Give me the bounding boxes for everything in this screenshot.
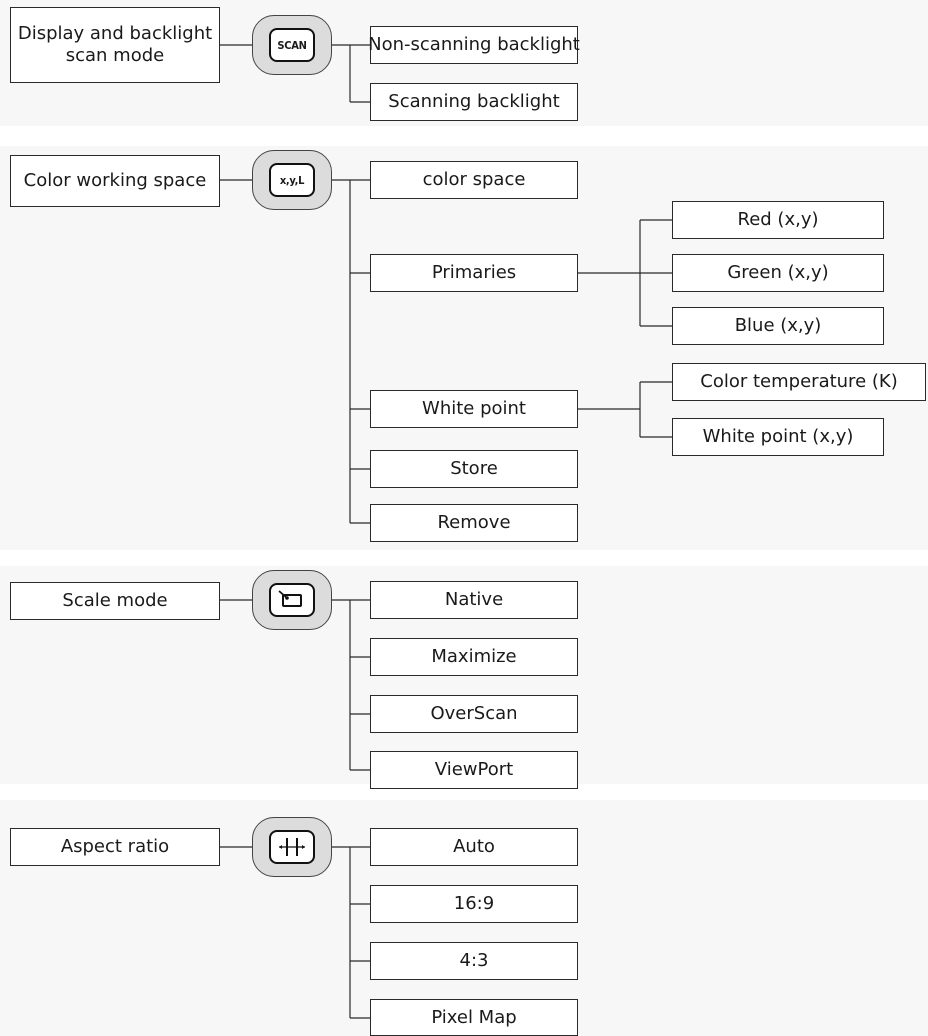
option-scanning-backlight: Scanning backlight xyxy=(370,83,578,121)
option-green-xy: Green (x,y) xyxy=(672,254,884,292)
option-primaries: Primaries xyxy=(370,254,578,292)
option-remove: Remove xyxy=(370,504,578,542)
option-auto: Auto xyxy=(370,828,578,866)
option-non-scanning-backlight: Non-scanning backlight xyxy=(368,26,580,64)
option-16-9: 16:9 xyxy=(370,885,578,923)
option-native: Native xyxy=(370,581,578,619)
option-maximize: Maximize xyxy=(370,638,578,676)
option-red-xy: Red (x,y) xyxy=(672,201,884,239)
scan-button[interactable]: SCAN xyxy=(252,15,332,75)
option-white-point-xy: White point (x,y) xyxy=(672,418,884,456)
scan-icon: SCAN xyxy=(269,28,315,62)
aspect-ratio-button[interactable] xyxy=(252,817,332,877)
color-space-button[interactable]: x,y,L xyxy=(252,150,332,210)
option-blue-xy: Blue (x,y) xyxy=(672,307,884,345)
option-viewport: ViewPort xyxy=(370,751,578,789)
option-store: Store xyxy=(370,450,578,488)
option-overscan: OverScan xyxy=(370,695,578,733)
option-color-temperature: Color temperature (K) xyxy=(672,363,926,401)
scan-mode-label: Display and backlight scan mode xyxy=(10,7,220,83)
scale-mode-button[interactable] xyxy=(252,570,332,630)
option-white-point: White point xyxy=(370,390,578,428)
option-4-3: 4:3 xyxy=(370,942,578,980)
aspect-ratio-icon xyxy=(269,830,315,864)
scale-mode-icon xyxy=(269,583,315,617)
color-working-space-label: Color working space xyxy=(10,155,220,207)
xyl-icon: x,y,L xyxy=(269,163,315,197)
option-pixel-map: Pixel Map xyxy=(370,999,578,1036)
aspect-ratio-label: Aspect ratio xyxy=(10,828,220,866)
option-color-space: color space xyxy=(370,161,578,199)
scale-mode-label: Scale mode xyxy=(10,582,220,620)
